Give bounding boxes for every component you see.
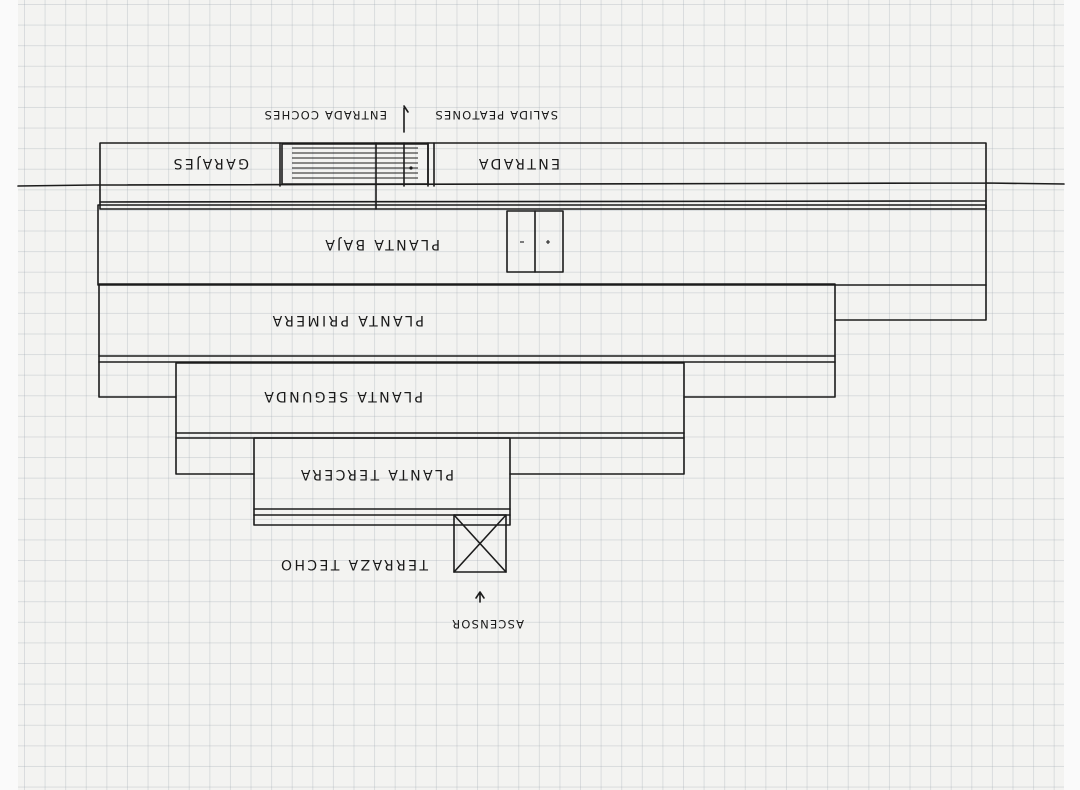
ground-line [17,182,1065,187]
street-level-strip [99,142,987,210]
ascensor-box [453,514,507,573]
door-handle [409,166,413,170]
planta-segunda-box [175,362,685,439]
label-entrada: ENTRADA [476,155,560,171]
elevator-arrow-up [546,240,550,244]
pedestrian-door [403,142,429,187]
terraza-parapet [253,514,511,526]
garage-divider [279,142,435,210]
segunda-setback-left [683,361,836,398]
planta-baja-box [97,204,987,286]
photo-border-left [0,0,18,790]
label-salida-peatones: SALIDA PEATONES [434,108,558,122]
garage-door-slats [292,147,418,179]
street-level-divider [99,200,987,203]
tercera-setback-left [509,437,685,475]
planta-tercera-box [253,437,511,516]
rotated-drawing: SALIDA PEATONES ENTRADA COCHES ENTRADA G… [17,105,1065,631]
ascensor-cross [453,514,507,573]
label-planta-primera: PLANTA PRIMERA [270,312,424,328]
tercera-setback-right [175,437,255,475]
graph-paper [18,0,1064,790]
label-planta-tercera: PLANTA TERCERA [299,466,455,482]
photo-border-right [1064,0,1080,790]
label-planta-baja: PLANTA BAJA [323,236,440,252]
label-ascensor: ASCENSOR [451,617,524,631]
planta-primera-box [98,283,836,363]
label-planta-segunda: PLANTA SEGUNDA [262,388,423,404]
label-entrada-coches: ENTRADA COCHES [263,108,387,122]
segunda-setback-right [98,361,177,398]
entrada-arrow [403,105,409,133]
primera-setback-left [834,284,987,321]
label-garajes: GARAJES [171,155,249,171]
ascensor-arrow [475,591,485,603]
label-terraza-techo: TERRAZA TECHO [279,556,429,572]
